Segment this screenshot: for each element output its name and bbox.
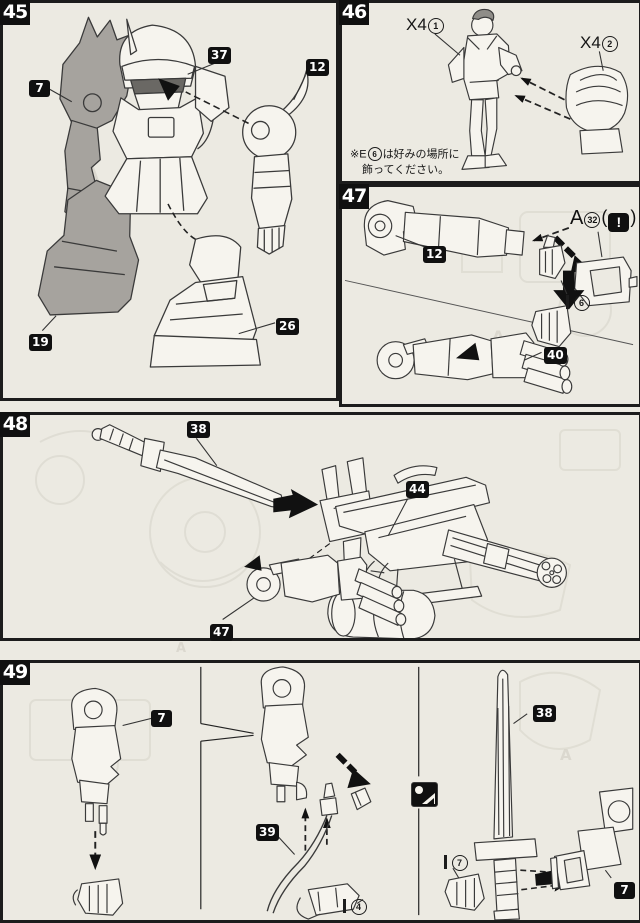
dashed-arrows-up bbox=[301, 807, 331, 851]
part-label-19: 19 bbox=[29, 334, 52, 351]
option-select-icon bbox=[411, 782, 438, 807]
panel-step-49: 49 bbox=[0, 660, 640, 923]
part-label-7: 7 bbox=[29, 80, 50, 97]
step-number-47: 47 bbox=[339, 184, 369, 209]
panel-step-47: 47 bbox=[339, 184, 640, 407]
part-label-7-left: 7 bbox=[151, 710, 172, 727]
section-dividers bbox=[200, 666, 420, 916]
step-number-45: 45 bbox=[0, 0, 30, 25]
part-label-7-right: 7 bbox=[614, 882, 635, 899]
leader-lines bbox=[195, 438, 409, 620]
part-label-12: 12 bbox=[306, 59, 329, 76]
black-dashed-arrow bbox=[335, 752, 371, 789]
shaded-arm-parts bbox=[37, 16, 140, 316]
leader-lines bbox=[395, 231, 603, 361]
leader-lines bbox=[434, 33, 604, 71]
svg-text:A: A bbox=[560, 746, 572, 764]
part-label-44: 44 bbox=[406, 481, 429, 498]
leader-lines bbox=[41, 62, 307, 335]
panel47-illustration bbox=[344, 200, 638, 394]
step-number-46: 46 bbox=[339, 0, 369, 25]
hand-runner-label-4: 4 bbox=[343, 899, 368, 915]
panel48-illustration bbox=[91, 424, 567, 638]
part-label-38: 38 bbox=[187, 421, 210, 438]
svg-text:A: A bbox=[176, 641, 186, 656]
part-label-37: 37 bbox=[208, 47, 231, 64]
panel-step-46: 46 bbox=[339, 0, 640, 184]
black-arrow bbox=[455, 342, 480, 361]
panel45-illustration bbox=[37, 16, 309, 368]
black-arrow bbox=[158, 78, 180, 101]
panel-step-48: 48 bbox=[0, 412, 640, 641]
black-arrow bbox=[273, 489, 319, 519]
dashed-arrow bbox=[531, 227, 570, 242]
part-label-39: 39 bbox=[256, 824, 279, 841]
hand-runner-label-6: 6 bbox=[566, 295, 591, 311]
dashed-connector bbox=[520, 869, 553, 891]
part-label-40: 40 bbox=[544, 347, 567, 364]
part-label-38: 38 bbox=[533, 705, 556, 722]
warning-icon: ! bbox=[608, 212, 630, 232]
dashed-arrows bbox=[514, 77, 571, 120]
panel49-illustration bbox=[71, 666, 634, 920]
part-label-12: 12 bbox=[423, 246, 446, 263]
dashed-connector bbox=[167, 91, 249, 240]
step-number-48: 48 bbox=[0, 412, 30, 437]
black-arrow bbox=[244, 555, 262, 571]
panel46-illustration bbox=[434, 8, 629, 170]
part-label-26: 26 bbox=[276, 318, 299, 335]
hand-runner-label-7: 7 bbox=[444, 855, 469, 871]
panel-step-45: 45 bbox=[0, 0, 339, 401]
part-label-47: 47 bbox=[210, 624, 233, 641]
step-number-49: 49 bbox=[0, 660, 30, 685]
